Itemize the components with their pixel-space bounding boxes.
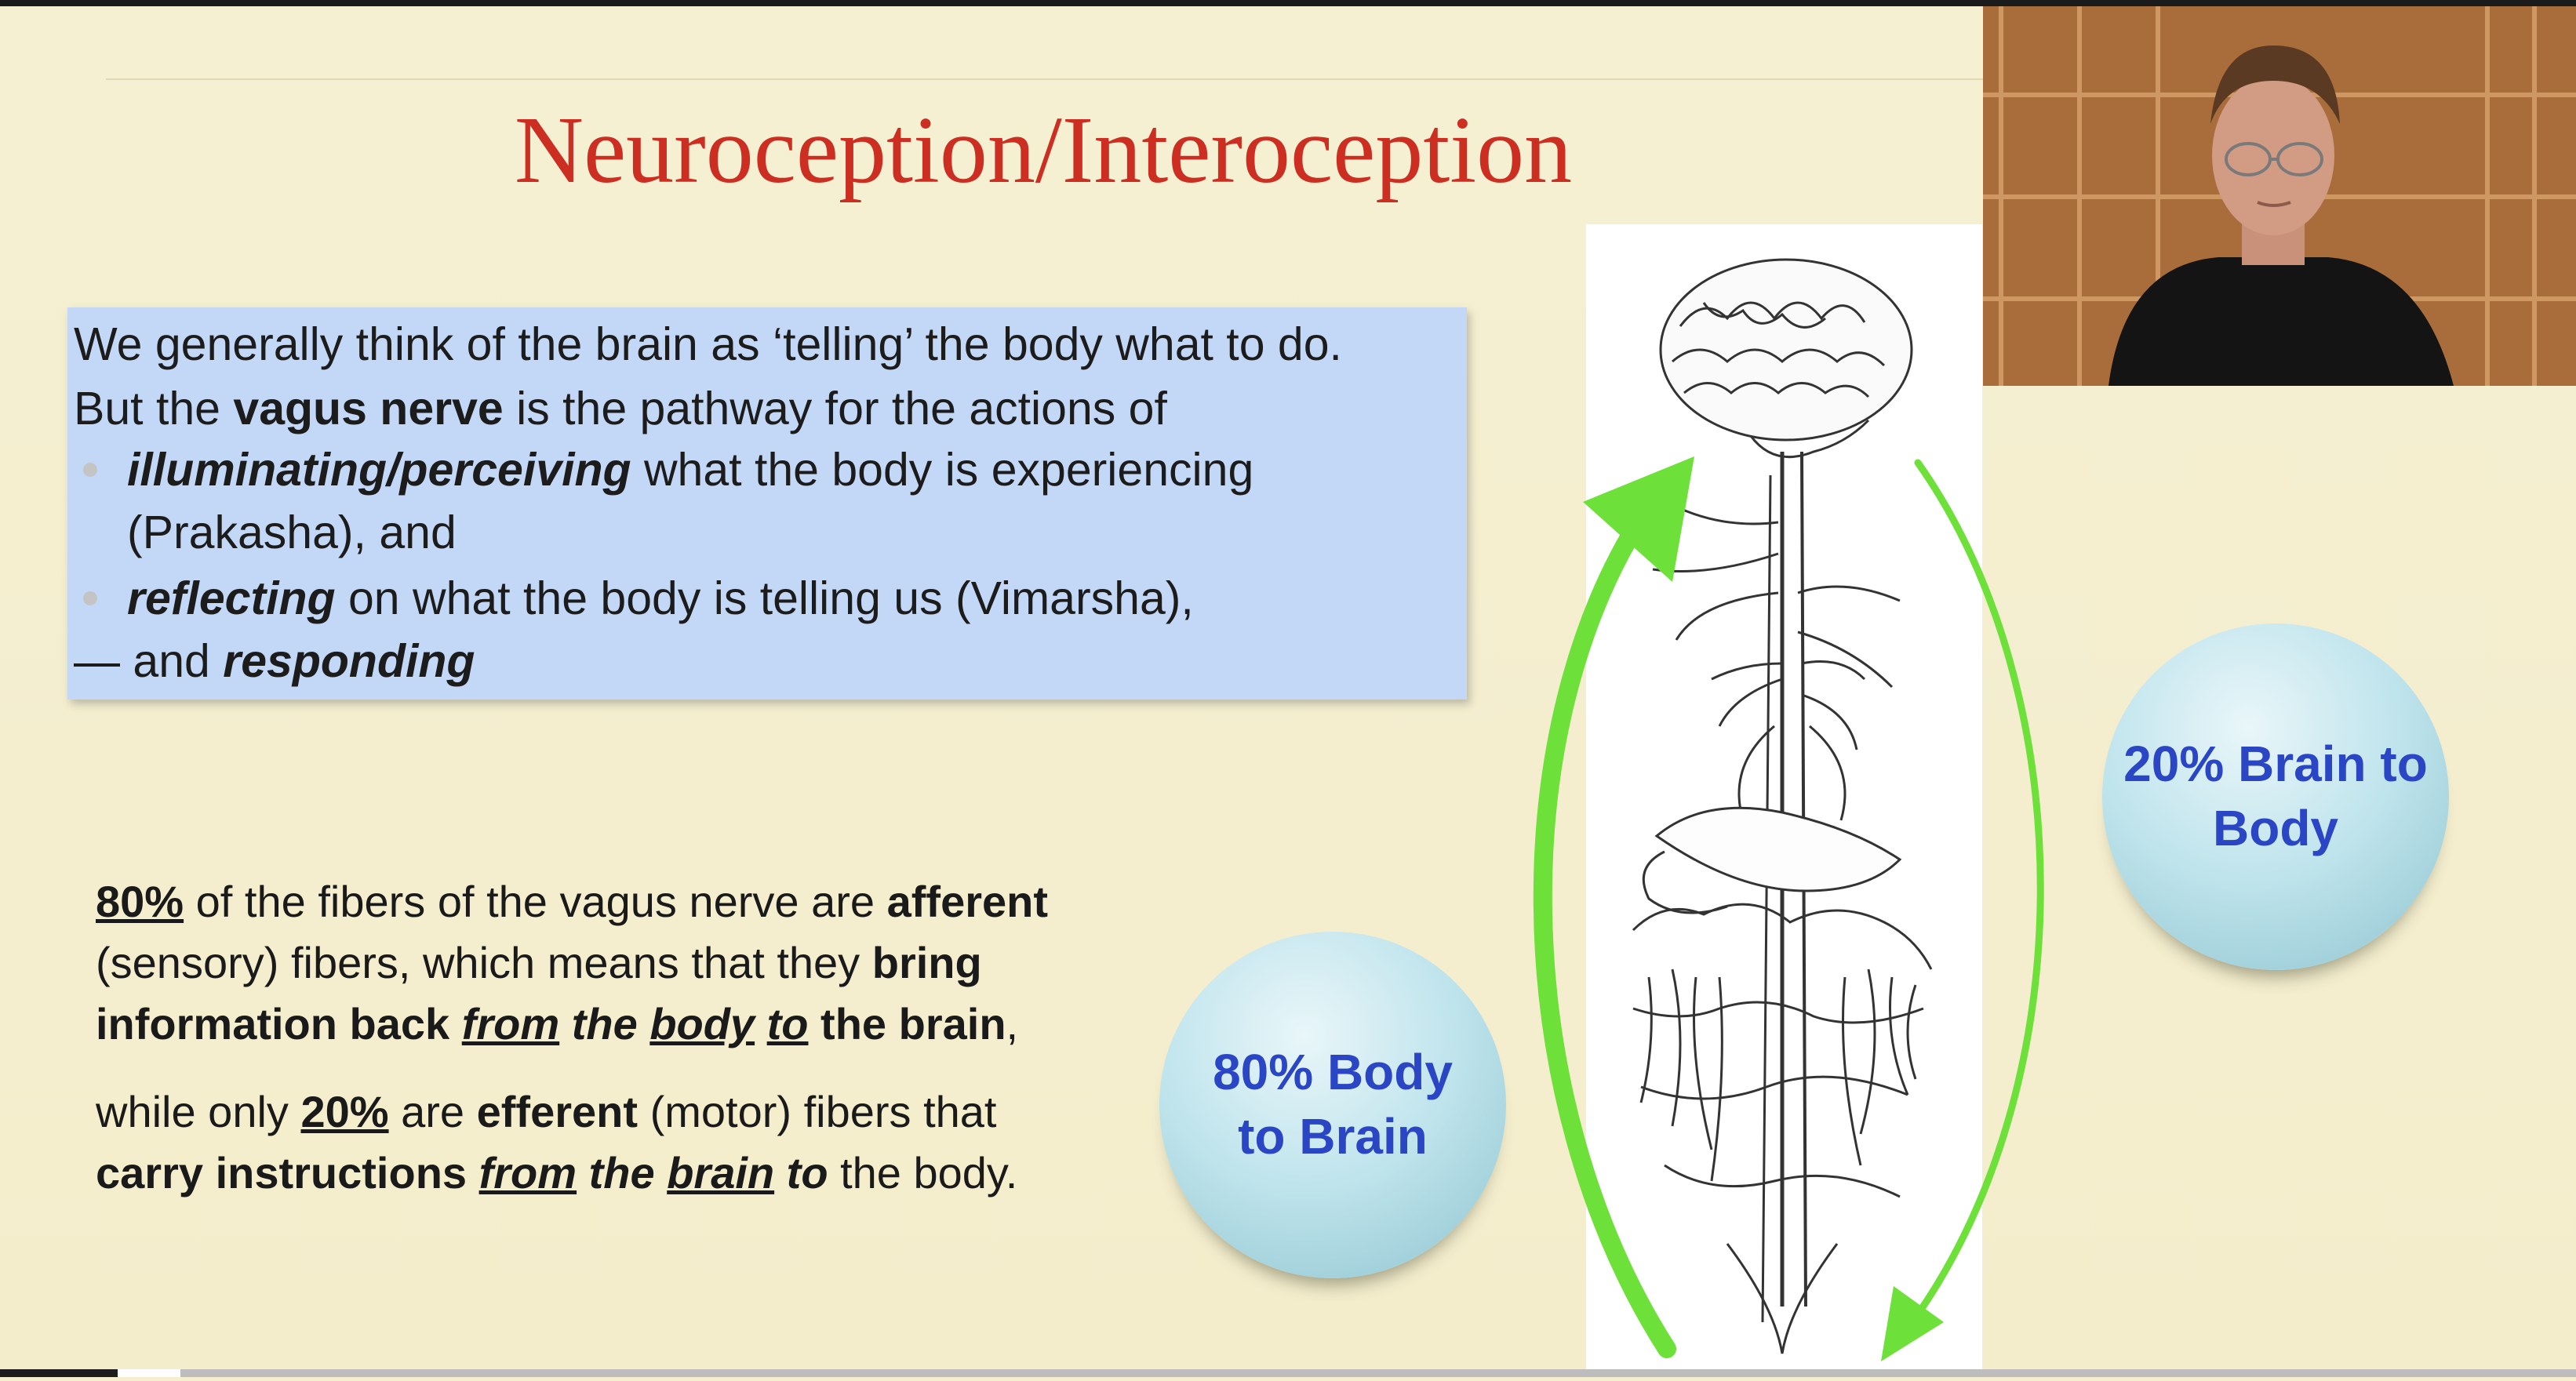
para1-comma: , [1006, 999, 1019, 1048]
bullet-dot-2 [83, 591, 97, 605]
presenter-webcam-feed[interactable] [1983, 6, 2576, 386]
circle-brain-to-body-label: 20% Brain to Body [2123, 736, 2428, 856]
vagus-nerve-anatomy-illustration [1586, 224, 1982, 1377]
box-last-line: — and responding [74, 635, 475, 689]
para1-t1: of the fibers of the vagus nerve are [184, 877, 887, 926]
para1-to: to [766, 999, 809, 1048]
circle-body-to-brain: 80% Body to Brain [1159, 932, 1506, 1278]
para1-t2: (sensory) fibers, which means that they [96, 938, 872, 987]
box-last-pre: — and [74, 635, 224, 687]
video-progress-track[interactable] [0, 1369, 2576, 1377]
box-bullet-2-post: on what the body is telling us (Vimarsha… [335, 572, 1194, 624]
para2-t2: are [388, 1087, 477, 1136]
presenter-video-frame [1983, 6, 2576, 386]
box-line-2-pre: But the [74, 383, 234, 434]
video-progress-gap [118, 1369, 180, 1377]
video-progress-fill [0, 1369, 118, 1377]
box-line-2: But the vagus nerve is the pathway for t… [74, 383, 1167, 436]
para1-line3: information back from the body to the br… [96, 999, 1018, 1049]
para1-t3a: information back [96, 999, 462, 1048]
circle-brain-to-body: 20% Brain to Body [2102, 623, 2449, 970]
responding-term: responding [223, 635, 475, 687]
para2-the: the [577, 1148, 668, 1197]
pct-80: 80% [96, 877, 184, 926]
pct-20: 20% [300, 1087, 389, 1136]
para1-from: from [461, 999, 560, 1048]
vagus-nerve-term: vagus nerve [233, 383, 504, 434]
para2-t3: (motor) fibers that [638, 1087, 997, 1136]
para2-line1: while only 20% are efferent (motor) fibe… [96, 1087, 996, 1137]
para1-line2: (sensory) fibers, which means that they … [96, 938, 982, 988]
para1-the: the [559, 999, 650, 1048]
box-line-1: We generally think of the brain as ‘tell… [74, 318, 1342, 370]
efferent-term: efferent [476, 1087, 639, 1136]
box-bullet-1: illuminating/perceiving what the body is… [127, 444, 1253, 497]
carry-term: carry instructions [96, 1148, 479, 1197]
bullet-dot-1 [83, 463, 97, 477]
title-rule-line [106, 78, 1988, 80]
illuminating-term: illuminating/perceiving [127, 444, 631, 496]
concept-text-box: We generally think of the brain as ‘tell… [67, 307, 1467, 700]
reflecting-term: reflecting [127, 572, 336, 624]
para2-from: from [478, 1148, 577, 1197]
para1-body: body [649, 999, 755, 1048]
box-bullet-1-post: what the body is experiencing [631, 444, 1254, 496]
bring-term: bring [871, 938, 982, 987]
afferent-term: afferent [886, 877, 1049, 926]
para1-line1: 80% of the fibers of the vagus nerve are… [96, 877, 1048, 927]
para2-t4: the body. [828, 1148, 1018, 1197]
para2-line2: carry instructions from the brain to the… [96, 1148, 1017, 1198]
circle-body-to-brain-label: 80% Body to Brain [1213, 1044, 1453, 1165]
para1-t3b: the brain [808, 999, 1006, 1048]
para2-t1: while only [96, 1087, 301, 1136]
box-bullet-1-cont: (Prakasha), and [127, 507, 457, 558]
window-top-edge [0, 0, 2576, 6]
slide-title: Neuroception/Interoception [514, 97, 1573, 203]
para2-brain: brain [667, 1148, 775, 1197]
box-bullet-2: reflecting on what the body is telling u… [127, 572, 1194, 626]
nerve-drawing [1632, 258, 1933, 1354]
para2-to: to [786, 1148, 828, 1197]
box-line-2-post: is the pathway for the actions of [503, 383, 1167, 434]
